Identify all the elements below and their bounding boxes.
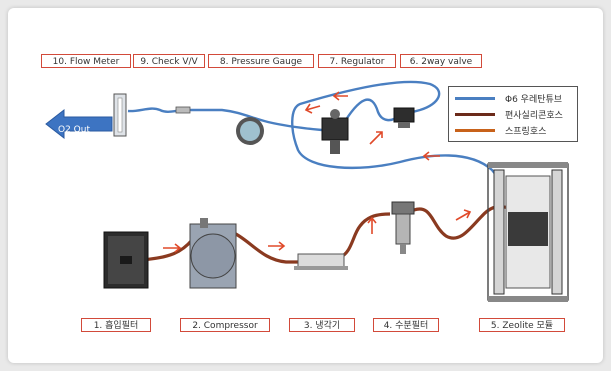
check-valve-device xyxy=(175,106,191,114)
o2-out-label: O2 Out xyxy=(58,125,90,135)
label-pressure-gauge: 8. Pressure Gauge xyxy=(208,54,314,68)
legend-label-urethane: Φ6 우레탄튜브 xyxy=(505,94,563,105)
pressure-gauge-device xyxy=(236,117,264,145)
label-two-way-valve: 6. 2way valve xyxy=(400,54,482,68)
legend-label-spring: 스프링호스 xyxy=(505,126,547,137)
legend-item-urethane: Φ6 우레탄튜브 xyxy=(455,91,562,105)
brown-hose-2 xyxy=(231,230,298,264)
legend-swatch-urethane xyxy=(455,96,495,100)
brown-hose-3 xyxy=(337,212,391,260)
label-intake-filter: 1. 흡입필터 xyxy=(81,318,151,332)
zeolite-module-device xyxy=(487,162,569,302)
legend-item-silicone: 편사실리콘호스 xyxy=(455,107,563,121)
arrow-5 xyxy=(422,151,440,161)
legend-swatch-silicone xyxy=(455,112,495,116)
arrow-7 xyxy=(332,91,348,101)
arrow-6 xyxy=(304,103,321,114)
water-filter-device xyxy=(391,201,415,254)
flow-meter-device xyxy=(113,93,127,137)
arrow-1 xyxy=(163,243,182,253)
blue-tube-main xyxy=(127,107,323,132)
flow-arrows xyxy=(163,91,472,253)
label-zeolite-module: 5. Zeolite 모듈 xyxy=(479,318,565,332)
compressor-device xyxy=(189,218,237,289)
arrow-3 xyxy=(367,216,377,234)
legend: Φ6 우레탄튜브 편사실리콘호스 스프링호스 xyxy=(448,86,578,142)
two-way-valve-device xyxy=(393,107,415,128)
label-regulator: 7. Regulator xyxy=(318,54,396,68)
regulator-device xyxy=(321,109,349,154)
label-check-valve: 9. Check V/V xyxy=(133,54,205,68)
arrow-8 xyxy=(369,131,383,145)
label-cooler: 3. 냉각기 xyxy=(289,318,355,332)
legend-label-silicone: 편사실리콘호스 xyxy=(505,110,563,121)
label-flow-meter: 10. Flow Meter xyxy=(41,54,131,68)
label-compressor: 2. Compressor xyxy=(180,318,270,332)
o2-out-arrow xyxy=(45,108,113,140)
cooler-device xyxy=(294,253,348,270)
arrow-2 xyxy=(268,241,286,251)
arrow-4 xyxy=(455,209,472,221)
label-water-filter: 4. 수분필터 xyxy=(373,318,439,332)
legend-swatch-spring xyxy=(455,128,495,132)
blue-tube-upper xyxy=(291,80,501,181)
legend-item-spring: 스프링호스 xyxy=(455,123,546,137)
intake-filter-device xyxy=(103,231,149,289)
